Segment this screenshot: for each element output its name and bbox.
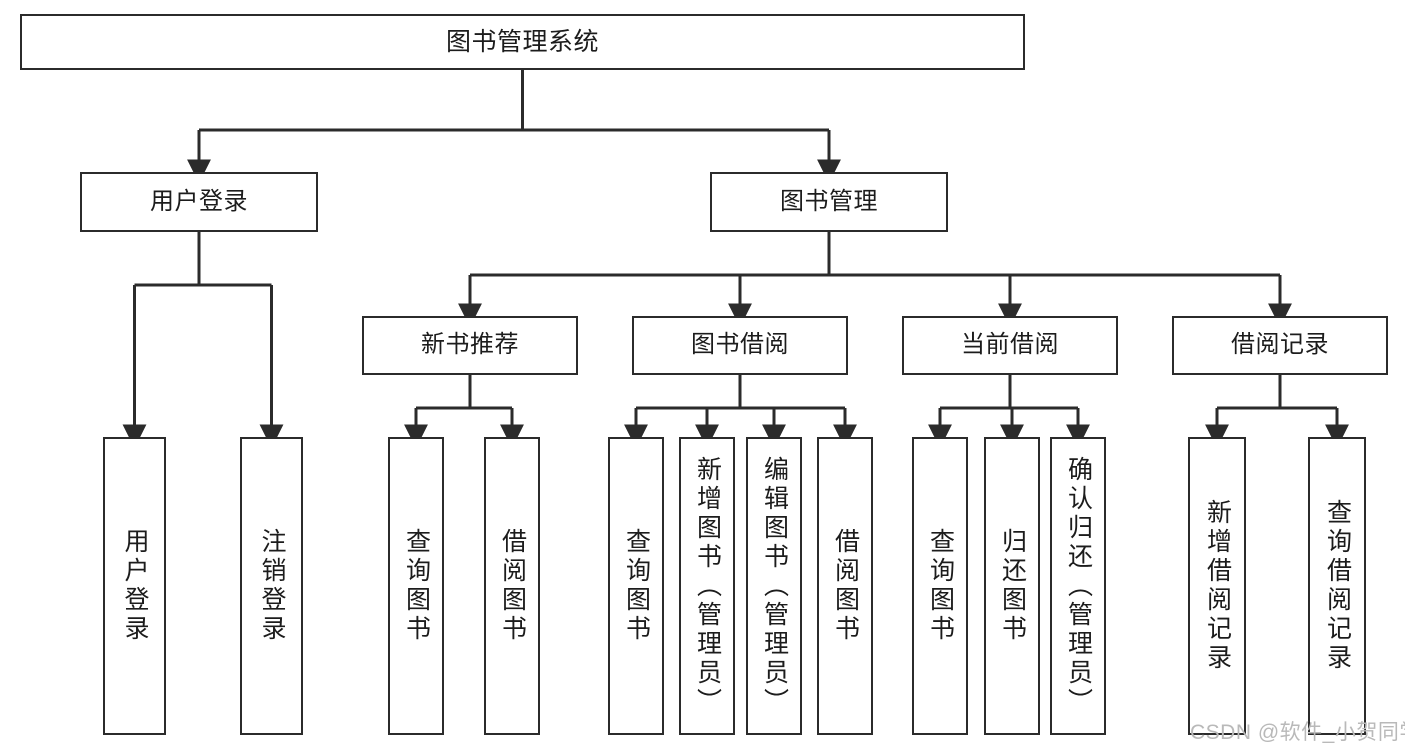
node-label: 用户登录 xyxy=(121,528,149,644)
node-leaf-logout[interactable]: 注销登录 xyxy=(240,437,303,735)
node-label: 图书管理 xyxy=(780,187,878,215)
node-label: 新书推荐 xyxy=(421,331,519,359)
node-label: 查询图书 xyxy=(402,528,431,644)
node-label: 新增图书（管理员） xyxy=(693,455,722,717)
node-book-borrow[interactable]: 图书借阅 xyxy=(632,316,848,375)
node-label: 图书管理系统 xyxy=(445,28,599,56)
node-label: 查询图书 xyxy=(926,528,955,644)
node-leaf-query-book-1[interactable]: 查询图书 xyxy=(388,437,444,735)
node-leaf-borrow-book-2[interactable]: 借阅图书 xyxy=(817,437,873,735)
node-label: 查询借阅记录 xyxy=(1323,499,1352,673)
node-leaf-add-book[interactable]: 新增图书（管理员） xyxy=(679,437,735,735)
node-leaf-query-record[interactable]: 查询借阅记录 xyxy=(1308,437,1366,735)
node-book-manage[interactable]: 图书管理 xyxy=(710,172,948,232)
node-label: 用户登录 xyxy=(150,187,248,215)
node-label: 新增借阅记录 xyxy=(1203,499,1232,673)
node-leaf-edit-book[interactable]: 编辑图书（管理员） xyxy=(746,437,802,735)
node-new-book-rec[interactable]: 新书推荐 xyxy=(362,316,578,375)
node-leaf-confirm-return[interactable]: 确认归还（管理员） xyxy=(1050,437,1106,735)
node-borrow-record[interactable]: 借阅记录 xyxy=(1172,316,1388,375)
node-label: 借阅图书 xyxy=(498,528,527,644)
node-leaf-query-book-3[interactable]: 查询图书 xyxy=(912,437,968,735)
node-current-borrow[interactable]: 当前借阅 xyxy=(902,316,1118,375)
node-user-login[interactable]: 用户登录 xyxy=(80,172,318,232)
node-leaf-user-login[interactable]: 用户登录 xyxy=(103,437,166,735)
node-label: 编辑图书（管理员） xyxy=(760,455,789,717)
node-label: 归还图书 xyxy=(998,528,1027,644)
node-label: 借阅图书 xyxy=(831,528,860,644)
node-root[interactable]: 图书管理系统 xyxy=(20,14,1025,70)
node-leaf-query-book-2[interactable]: 查询图书 xyxy=(608,437,664,735)
node-label: 借阅记录 xyxy=(1231,331,1329,359)
node-label: 确认归还（管理员） xyxy=(1064,455,1093,717)
node-label: 注销登录 xyxy=(258,528,286,644)
node-label: 当前借阅 xyxy=(961,331,1059,359)
node-label: 图书借阅 xyxy=(691,331,789,359)
node-leaf-borrow-book-1[interactable]: 借阅图书 xyxy=(484,437,540,735)
node-label: 查询图书 xyxy=(622,528,651,644)
node-leaf-add-record[interactable]: 新增借阅记录 xyxy=(1188,437,1246,735)
node-leaf-return-book[interactable]: 归还图书 xyxy=(984,437,1040,735)
csdn-watermark: CSDN @软件_小贺同学 xyxy=(1190,721,1405,744)
